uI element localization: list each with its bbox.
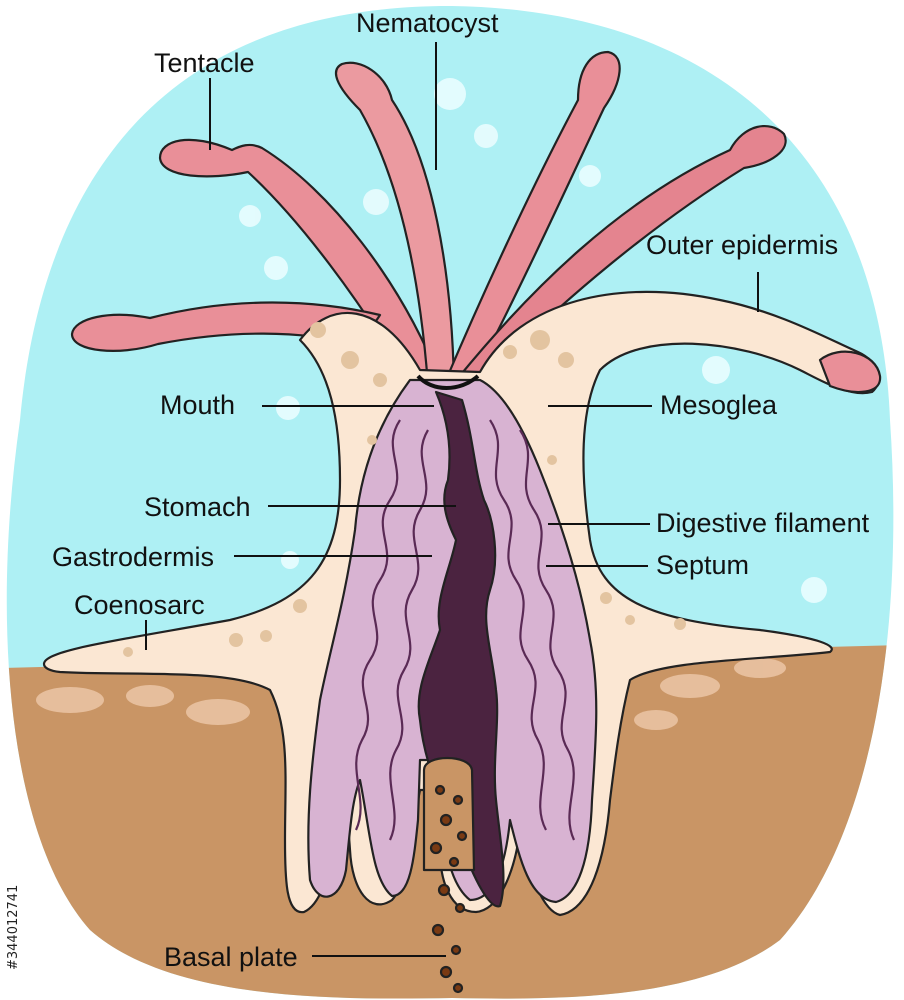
tentacle-center-left	[334, 61, 456, 387]
leader-lines	[145, 42, 759, 957]
polyp-body	[42, 290, 882, 994]
label-basal-plate: Basal plate	[164, 942, 298, 972]
septa-lines	[355, 419, 575, 841]
basal-plate-column	[422, 757, 476, 872]
mouth-opening	[416, 374, 480, 390]
bubbles	[239, 78, 827, 603]
outer-epidermis-tip	[818, 350, 882, 393]
label-tentacle: Tentacle	[154, 48, 255, 78]
tentacle-far-left	[70, 301, 382, 352]
basal-plate-dots	[429, 784, 468, 994]
label-mouth: Mouth	[160, 390, 235, 420]
labels: Nematocyst Tentacle Outer epidermis Mout…	[52, 8, 870, 972]
stock-id-watermark: #344012741	[6, 884, 21, 970]
label-digestive-filament: Digestive filament	[656, 508, 870, 538]
label-mesoglea: Mesoglea	[660, 390, 778, 420]
tentacle-center-right	[444, 50, 621, 387]
label-nematocyst: Nematocyst	[356, 8, 499, 38]
sediment-pebbles	[36, 658, 786, 730]
label-septum: Septum	[656, 550, 749, 580]
label-gastrodermis: Gastrodermis	[52, 542, 214, 572]
label-coenosarc: Coenosarc	[74, 590, 205, 620]
label-stomach: Stomach	[144, 492, 251, 522]
mesoglea-speckles	[123, 322, 686, 657]
label-outer-epidermis: Outer epidermis	[646, 230, 838, 260]
